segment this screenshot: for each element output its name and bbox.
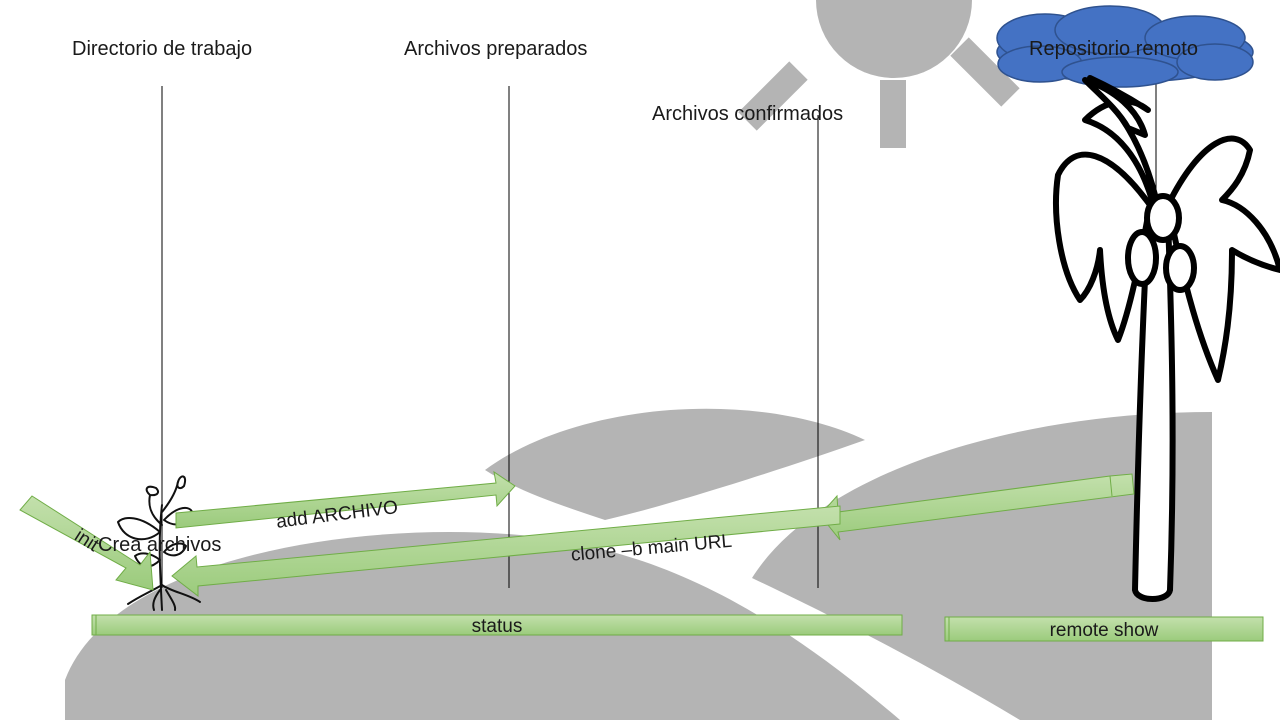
remote-show-bar[interactable]: remote show bbox=[944, 616, 1264, 642]
heading-working-directory: Directorio de trabajo bbox=[72, 38, 252, 60]
cloud-icon bbox=[996, 5, 1254, 88]
heading-committed-files: Archivos confirmados bbox=[652, 103, 843, 125]
remote-show-label: remote show bbox=[1050, 620, 1159, 641]
create-files-label: Crea archivos bbox=[98, 534, 221, 556]
sun-icon bbox=[738, 0, 1020, 148]
heading-remote-repository: Repositorio remoto bbox=[1029, 38, 1198, 60]
heading-staged-files: Archivos preparados bbox=[404, 38, 587, 60]
status-bar[interactable]: status bbox=[91, 614, 903, 637]
add-arrow[interactable]: add ARCHIVO bbox=[175, 470, 516, 533]
palm-tree-icon bbox=[1053, 75, 1280, 602]
status-label: status bbox=[472, 616, 523, 637]
